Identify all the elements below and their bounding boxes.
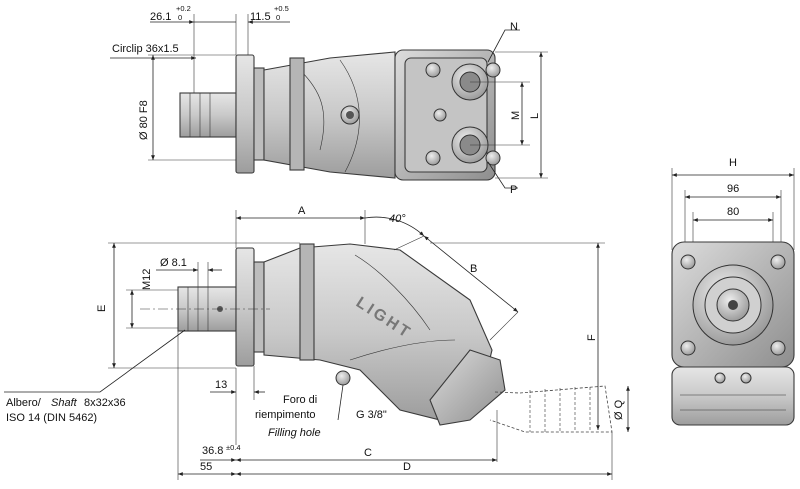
angle-label: 40° <box>389 213 406 225</box>
fill-label-line1: Foro di <box>283 394 317 406</box>
dim-55-label: 55 <box>200 461 212 473</box>
dim-m-label: M <box>510 111 522 120</box>
dim-11-label: 11.5 <box>250 11 271 23</box>
dim-hole-label: Ø 8.1 <box>160 257 187 269</box>
fill-thread-label: G 3/8" <box>356 409 387 421</box>
dim-q-label: Ø Q <box>613 399 625 420</box>
dim-h-label: H <box>729 157 737 169</box>
front-body-lower <box>671 366 795 426</box>
dim-26-label: 26.1 <box>150 11 171 23</box>
port-p-label: P <box>510 184 517 196</box>
circlip-label: Circlip 36x1.5 <box>112 43 179 55</box>
side-port-block <box>429 349 506 426</box>
dim-11-tol-upper: +0.5 <box>274 4 289 13</box>
dim-e-label: E <box>96 305 108 312</box>
top-flange <box>235 54 255 174</box>
dim-13-label: 13 <box>215 379 227 391</box>
dim-36-tol: ±0.4 <box>226 443 241 452</box>
shaft-label-it: Albero/ <box>6 397 42 409</box>
fill-label-line2: riempimento <box>255 409 316 421</box>
dim-l-label: L <box>529 113 541 119</box>
top-shaft <box>179 92 237 138</box>
dim-d-label: D <box>403 461 411 473</box>
top-body <box>263 51 396 179</box>
dim-26-tol-upper: +0.2 <box>176 4 191 13</box>
flange-dia-label: Ø 80 F8 <box>138 100 150 140</box>
dim-a-label: A <box>298 205 306 217</box>
dim-f-label: F <box>586 334 598 341</box>
dashed-fitting <box>489 385 613 433</box>
side-flange <box>235 247 255 367</box>
dim-m12-label: M12 <box>141 269 153 290</box>
dim-96-label: 96 <box>727 183 739 195</box>
dim-36-label: 36.8 <box>202 445 223 457</box>
dim-26-tol-lower: 0 <box>178 13 182 22</box>
top-view <box>110 14 548 189</box>
shaft-spec: 8x32x36 <box>84 397 126 409</box>
dim-b-label: B <box>470 263 477 275</box>
dim-c-label: C <box>364 447 372 459</box>
front-view <box>671 168 795 426</box>
dim-11-tol-lower: 0 <box>276 13 280 22</box>
side-view: LIGHT <box>4 210 630 480</box>
fill-plug <box>335 370 351 386</box>
shaft-standard: ISO 14 (DIN 5462) <box>6 412 97 424</box>
fill-label-en: Filling hole <box>268 427 321 439</box>
dim-80-label: 80 <box>727 206 739 218</box>
port-n-label: N <box>510 21 518 33</box>
shaft-label-en: Shaft <box>51 397 78 409</box>
